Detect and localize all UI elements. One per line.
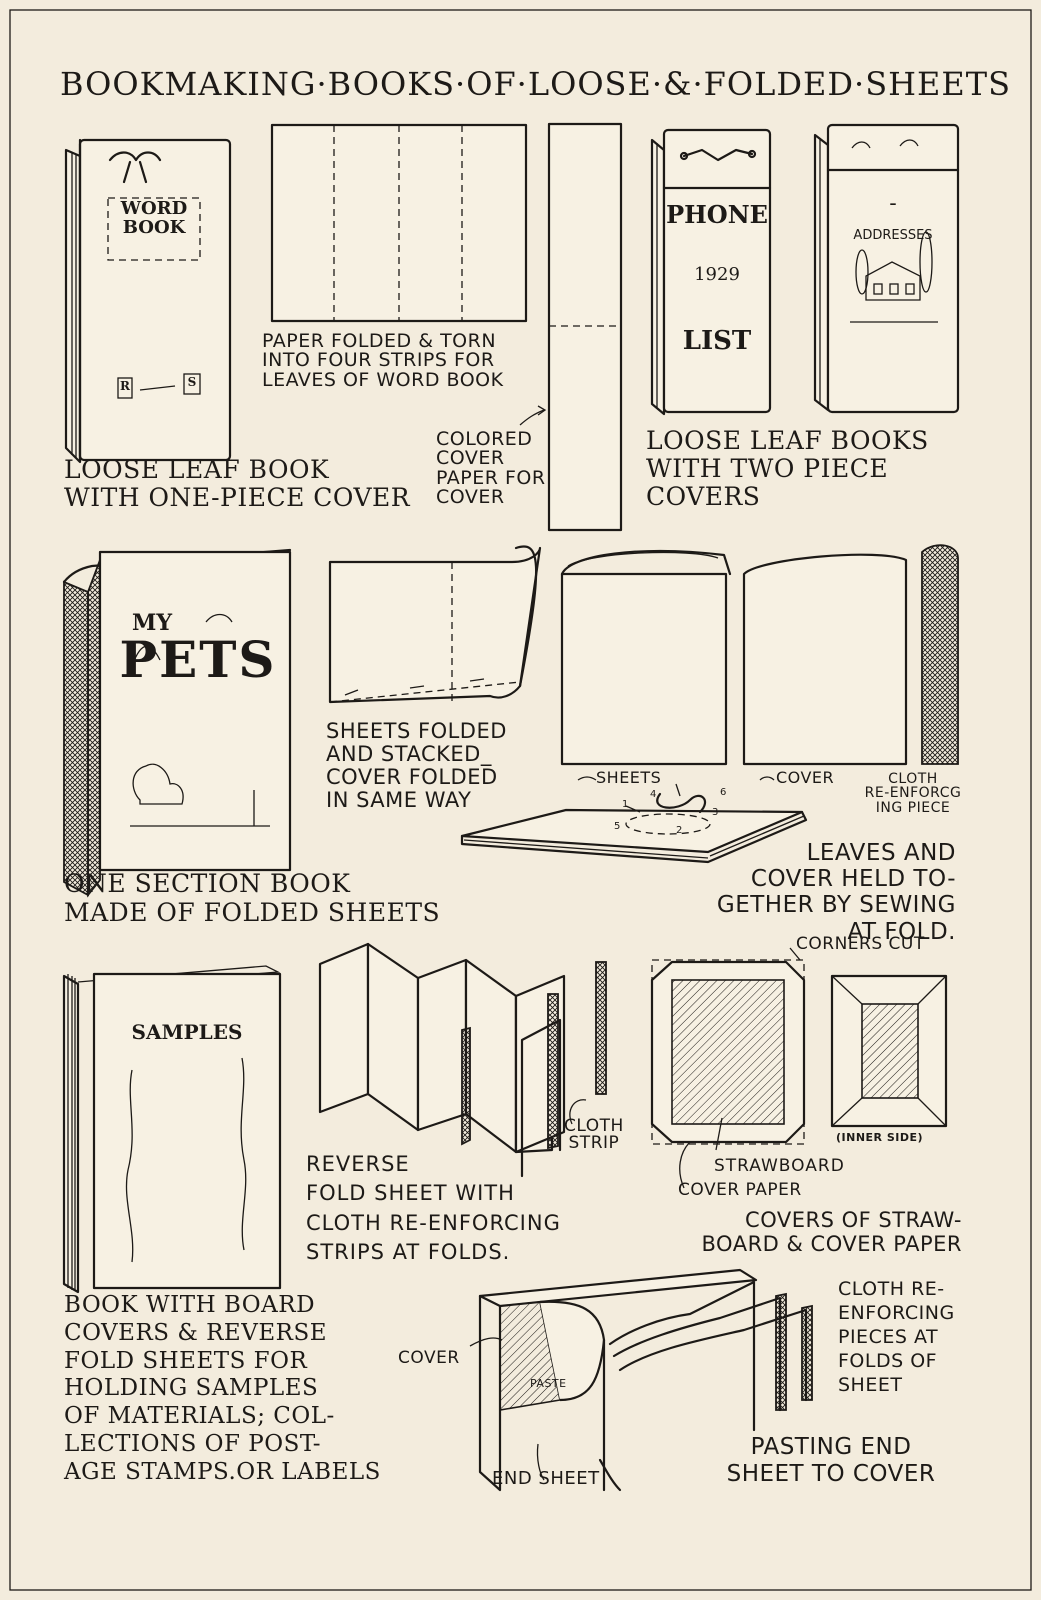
caption-covers-of-strawboard: COVERS OF STRAW- BOARD & COVER PAPER [701,1208,962,1257]
word-book-cover-text: WORD BOOK [120,198,188,238]
label-cover-row4: COVER [398,1348,460,1368]
caption-board-covers: BOOK WITH BOARD COVERS & REVERSE FOLD SH… [64,1292,381,1485]
phone-book-title: PHONE [666,200,768,229]
caption-reverse-fold: REVERSE FOLD SHEET WITH CLOTH RE-ENFORCI… [306,1152,561,1265]
label-cloth-strip: CLOTH STRIP [564,1116,624,1154]
caption-pasting-end-sheet: PASTING END SHEET TO COVER [726,1434,936,1488]
label-cloth-reinforcing-pieces: CLOTH RE- ENFORCING PIECES AT FOLDS OF S… [838,1278,955,1396]
phone-book-illustration [650,128,772,416]
word-book-corner-r: R [120,379,130,393]
samples-book-illustration [62,965,282,1294]
page-border [9,9,1032,1591]
pets-book-pets: PETS [119,630,277,689]
cover-diagram [742,553,908,781]
stitch-number-2: 2 [676,825,683,836]
sheets-block-diagram [560,549,732,781]
label-sheets: SHEETS [596,768,662,787]
caption-paper-strips: PAPER FOLDED & TORN INTO FOUR STRIPS FOR… [262,330,504,391]
word-book-illustration [64,138,232,464]
label-paste: PASTE [530,1377,567,1390]
label-inner-side: (INNER SIDE) [836,1131,924,1144]
stitch-number-4: 4 [650,789,657,800]
stitch-number-6: 6 [720,787,727,798]
caption-sewing: LEAVES AND COVER HELD TO- GETHER BY SEWI… [716,840,956,945]
reverse-fold-diagram [318,942,607,1178]
caption-two-piece-covers: LOOSE LEAF BOOKS WITH TWO PIECE COVERS [646,426,929,511]
stitch-number-1: 1 [622,799,629,810]
pasting-end-sheet-diagram [469,1268,813,1492]
inner-side-diagram [830,974,948,1128]
pets-book-my: MY [131,610,173,636]
stitch-number-5: 5 [614,821,621,832]
label-cover-paper: COVER PAPER [678,1180,802,1200]
word-book-corner-s: S [187,375,197,389]
label-end-sheet: END SHEET [492,1468,600,1489]
label-strawboard: STRAWBOARD [714,1156,845,1176]
cover-paper-diagram [519,122,623,532]
page-title: BOOKMAKING·BOOKS·OF·LOOSE·&·FOLDED·SHEET… [60,65,1011,103]
folded-sheets-diagram [328,545,542,704]
strawboard-cover-diagram [650,947,806,1189]
caption-colored-cover-paper: COLORED COVER PAPER FOR COVER [436,428,546,509]
pets-book-illustration [62,548,292,898]
phone-book-year: 1929 [694,264,740,285]
paper-strips-diagram [270,123,528,323]
address-book-dash: – [889,196,897,212]
caption-loose-leaf-book: LOOSE LEAF BOOK WITH ONE-PIECE COVER [64,455,411,512]
label-corners-cut: CORNERS CUT [796,934,925,954]
samples-book-label: SAMPLES [131,1020,243,1044]
cloth-piece-diagram [921,544,959,765]
phone-book-list: LIST [682,326,752,356]
address-book-label: ADDRESSES [853,228,933,243]
label-cloth-reinforcing-piece: CLOTH RE-ENFORCG ING PIECE [864,771,962,816]
stitch-number-3: 3 [712,807,719,818]
label-cover: COVER [776,768,835,787]
caption-sheets-folded: SHEETS FOLDED AND STACKED_ COVER FOLDED … [326,719,507,813]
sewing-diagram [460,783,808,864]
caption-one-section-book: ONE SECTION BOOK MADE OF FOLDED SHEETS [64,869,441,927]
address-book-illustration [813,123,960,414]
